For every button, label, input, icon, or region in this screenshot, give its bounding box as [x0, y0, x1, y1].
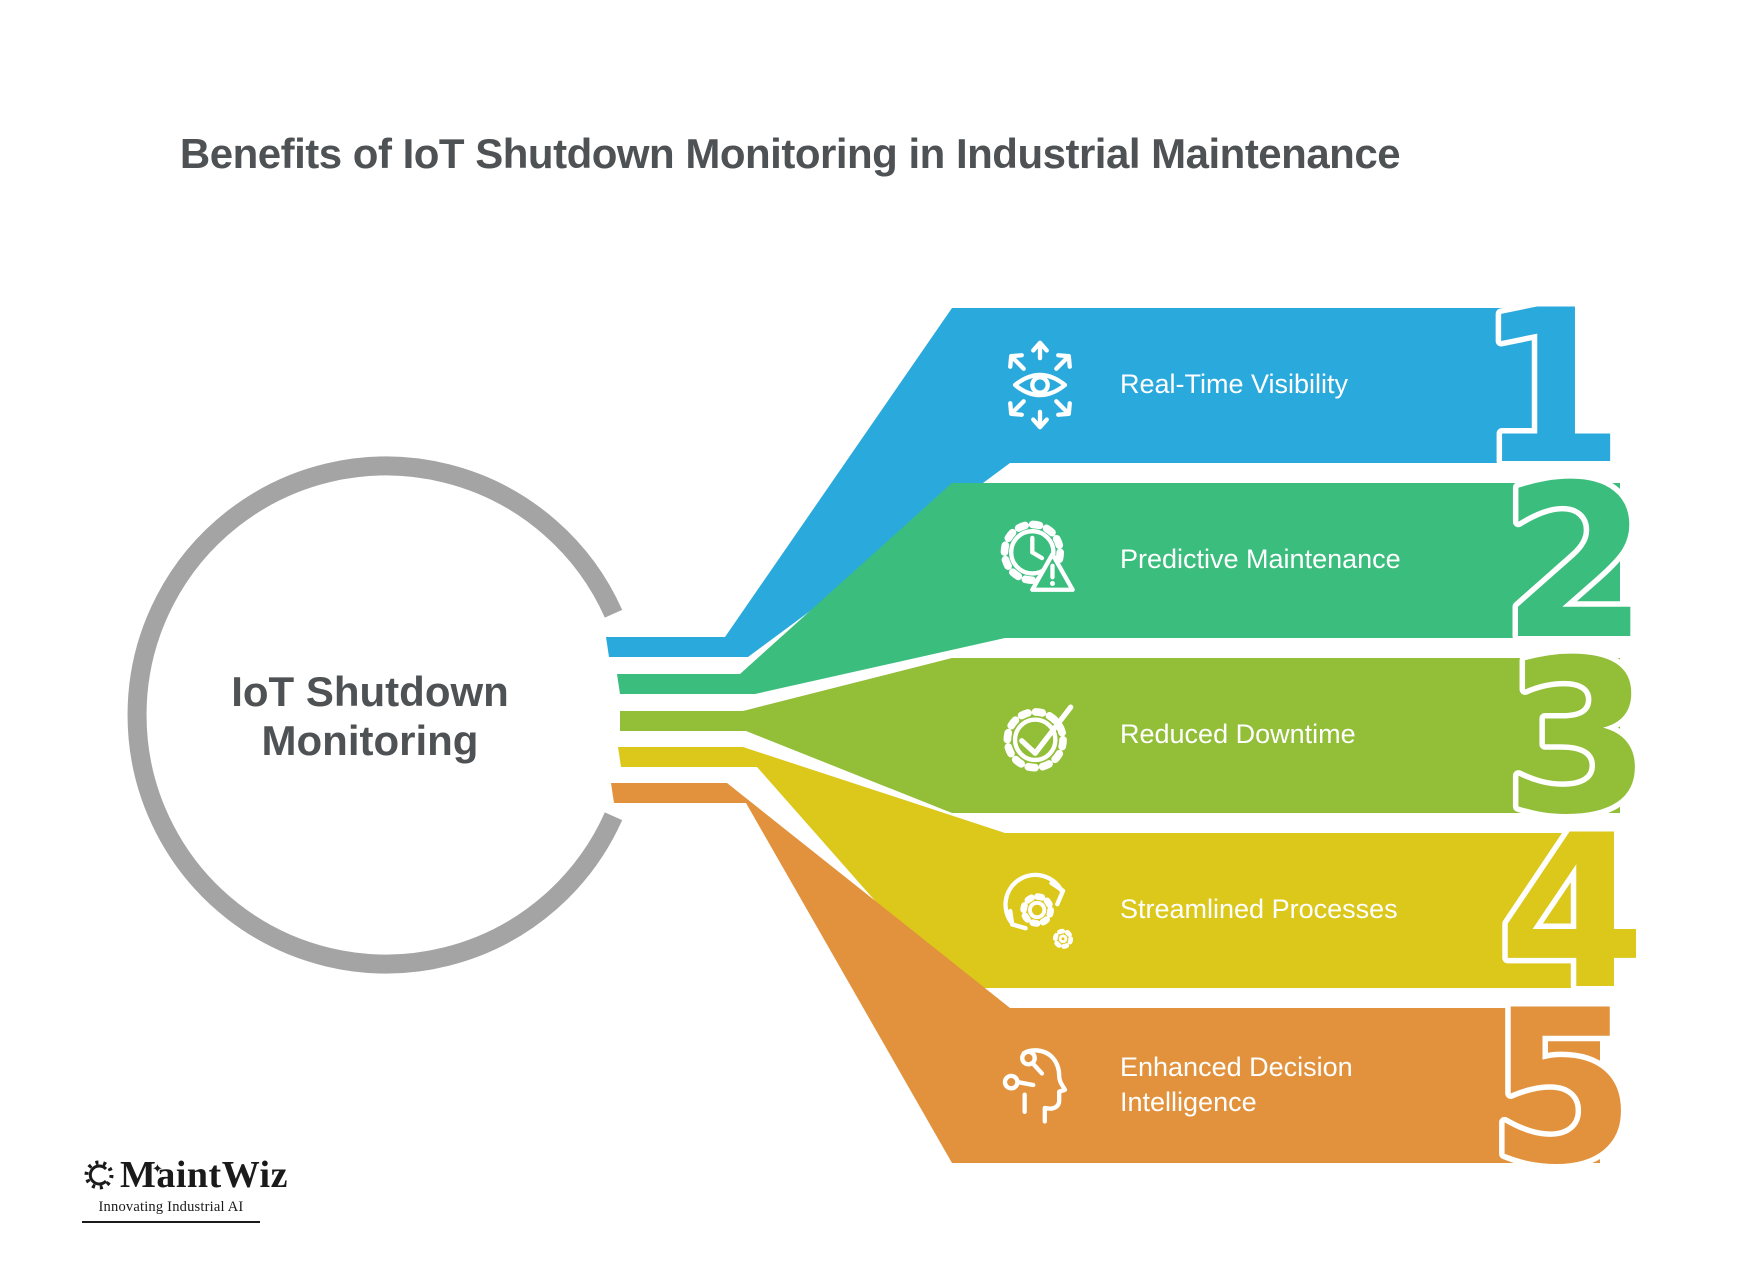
benefit-ribbon-5 — [611, 783, 1600, 1163]
visibility-icon — [1008, 340, 1072, 430]
reduced-downtime-icon — [1003, 704, 1074, 772]
benefit-number-1: 1 — [1477, 264, 1625, 511]
hub-label: IoT Shutdown Monitoring — [231, 668, 509, 764]
benefit-ribbon-1 — [606, 308, 1548, 657]
predictive-maintenance-icon — [1000, 520, 1075, 592]
benefit-number-3: 3 — [1504, 614, 1652, 861]
benefit-row-1: Real-Time Visibility — [992, 303, 1462, 467]
page-title: Benefits of IoT Shutdown Monitoring in I… — [179, 130, 1401, 177]
benefit-row-2: Predictive Maintenance — [992, 478, 1462, 642]
benefit-number-2: 2 — [1501, 439, 1649, 686]
benefit-label: Real-Time Visibility — [1120, 369, 1349, 400]
benefit-ribbon-2 — [617, 483, 1620, 694]
logo-tagline: Innovating Industrial AI — [82, 1199, 260, 1223]
benefit-label: Streamlined Processes — [1120, 894, 1398, 925]
benefit-label: Enhanced Decision Intelligence — [1120, 1051, 1353, 1117]
benefit-row-3: Reduced Downtime — [992, 653, 1462, 817]
maintwiz-logo: MaintWiz ✦ Innovating Industrial AI — [82, 1156, 302, 1223]
logo-gear-icon — [84, 1160, 114, 1190]
hub-circle — [127, 456, 623, 974]
benefit-label: Predictive Maintenance — [1120, 544, 1401, 575]
benefit-row-4: Streamlined Processes — [992, 828, 1462, 992]
benefit-label: Reduced Downtime — [1120, 719, 1356, 750]
streamlined-processes-icon — [1003, 872, 1076, 952]
decision-intelligence-icon — [1002, 1048, 1068, 1124]
logo-name: MaintWiz — [120, 1154, 288, 1196]
benefit-ribbon-3 — [620, 658, 1620, 813]
sparkle-icon: ✦ — [152, 1161, 163, 1176]
benefit-number-4: 4 — [1498, 789, 1646, 1036]
benefit-number-5: 5 — [1488, 964, 1636, 1211]
benefit-ribbon-4 — [618, 747, 1615, 988]
benefit-row-5: Enhanced Decision Intelligence — [992, 1003, 1462, 1167]
